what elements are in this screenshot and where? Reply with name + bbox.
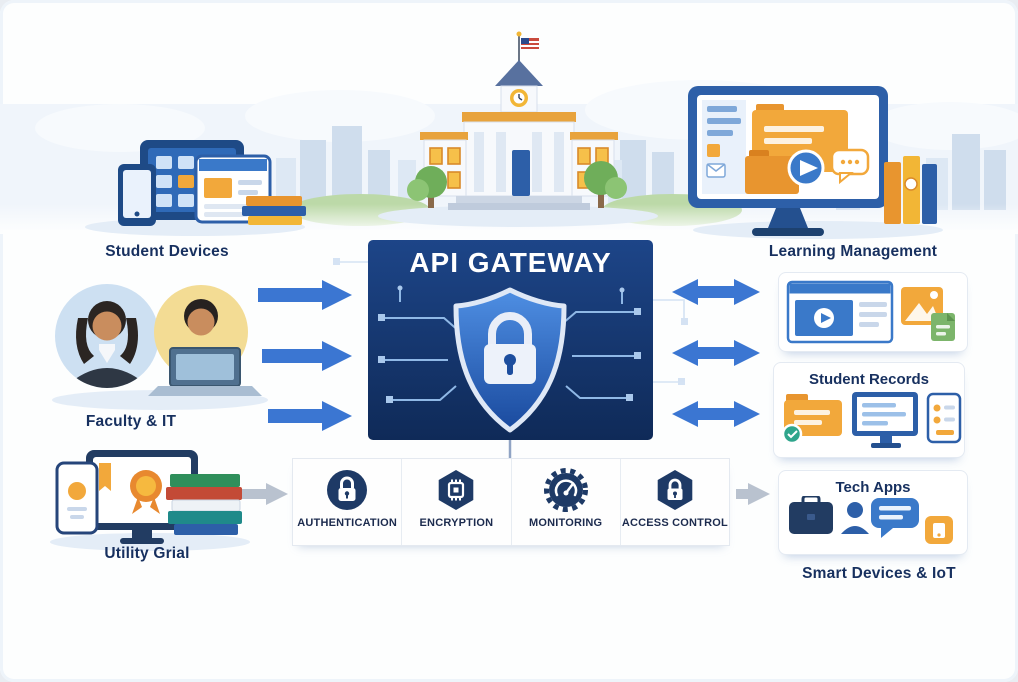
flow-arrow-left-2	[262, 341, 352, 371]
learning-management-label: Learning Management	[768, 243, 938, 260]
tech-apps-card: Tech Apps	[778, 470, 968, 555]
flow-arrow-right-2	[672, 340, 760, 366]
feature-label: MONITORING	[528, 517, 603, 529]
flow-arrow-right-1	[672, 279, 760, 305]
student-devices-illustration	[118, 140, 306, 226]
flow-arrow-left-1	[258, 280, 352, 310]
api-gateway-title: API GATEWAY	[409, 247, 612, 278]
folder-monitor-tablet-icons	[781, 392, 962, 448]
chip-hexagon-icon	[439, 470, 474, 510]
lms-monitor-illustration	[688, 86, 937, 236]
faculty-avatars-illustration	[52, 284, 268, 410]
feature-monitoring: MONITORING	[510, 459, 620, 545]
feature-authentication: AUTHENTICATION	[293, 459, 401, 545]
school-building-illustration	[407, 31, 627, 210]
feature-label: ACCESS CONTROL	[621, 517, 728, 529]
flow-arrow-right-3	[672, 401, 760, 427]
security-feature-row: AUTHENTICATION ENCRYPTION MO	[292, 458, 730, 546]
faculty-it-label: Faculty & IT	[85, 413, 177, 430]
feature-label: AUTHENTICATION	[297, 517, 397, 529]
gauge-gear-icon	[543, 468, 588, 512]
feature-access-control: ACCESS CONTROL	[619, 459, 729, 545]
lms-preview-card	[778, 272, 968, 352]
student-devices-label: Student Devices	[105, 243, 229, 260]
student-records-title: Student Records	[808, 371, 929, 388]
tech-apps-title: Tech Apps	[835, 479, 911, 496]
flow-arrow-left-3	[268, 401, 352, 431]
books-icon	[242, 196, 306, 225]
books-icon	[166, 474, 242, 535]
utility-grial-label: Utility Grial	[104, 545, 190, 562]
shield-padlock-icon	[453, 287, 567, 433]
flag-icon	[521, 38, 539, 49]
student-records-card: Student Records	[773, 362, 965, 458]
books-icon	[884, 156, 937, 224]
video-player-media-icons	[786, 280, 955, 344]
badge-icon	[130, 470, 162, 514]
feature-encryption: ENCRYPTION	[401, 459, 510, 545]
laptop-icon	[148, 347, 262, 396]
chat-bubble-icon	[830, 148, 870, 185]
api-gateway-box	[333, 240, 688, 440]
padlock-hexagon-icon	[657, 470, 693, 510]
smart-devices-iot-label: Smart Devices & IoT	[802, 565, 956, 582]
gray-arrow-right	[736, 483, 770, 505]
utility-cluster-illustration	[50, 450, 250, 551]
tree-icon	[407, 161, 627, 208]
padlock-circle-icon	[327, 470, 368, 510]
briefcase-chat-app-icons	[789, 496, 953, 544]
feature-label: ENCRYPTION	[419, 517, 494, 529]
phone-icon	[55, 461, 99, 535]
gray-arrow-left	[238, 483, 288, 505]
ground-shadows	[85, 205, 943, 239]
